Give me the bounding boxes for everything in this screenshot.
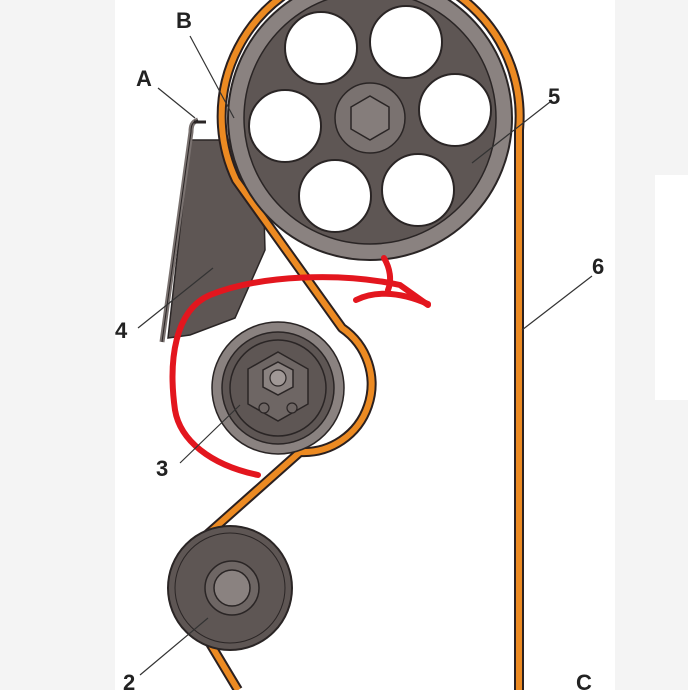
pulley-hole xyxy=(298,159,372,233)
pulley-hole xyxy=(284,11,358,85)
crankshaft-pulley xyxy=(167,525,293,651)
label-2: 2 xyxy=(123,670,135,690)
pulley-hole xyxy=(418,73,492,147)
camshaft-pulley xyxy=(227,0,513,261)
timing-belt xyxy=(177,0,525,690)
side-panel xyxy=(655,175,688,400)
pulley-hole xyxy=(381,153,455,227)
label-C: C xyxy=(576,670,592,690)
label-5: 5 xyxy=(548,84,560,109)
label-4: 4 xyxy=(115,318,128,343)
tensioner-pulley xyxy=(211,321,345,455)
label-B: B xyxy=(176,8,192,33)
rotation-arrow-annotation xyxy=(169,255,431,478)
leader-lines xyxy=(137,35,593,676)
label-6: 6 xyxy=(592,254,604,279)
label-3: 3 xyxy=(156,456,168,481)
pulley-hole xyxy=(248,89,322,163)
hex-bolt-icon xyxy=(350,95,390,141)
label-A: A xyxy=(136,66,152,91)
pulley-hole xyxy=(369,5,443,79)
